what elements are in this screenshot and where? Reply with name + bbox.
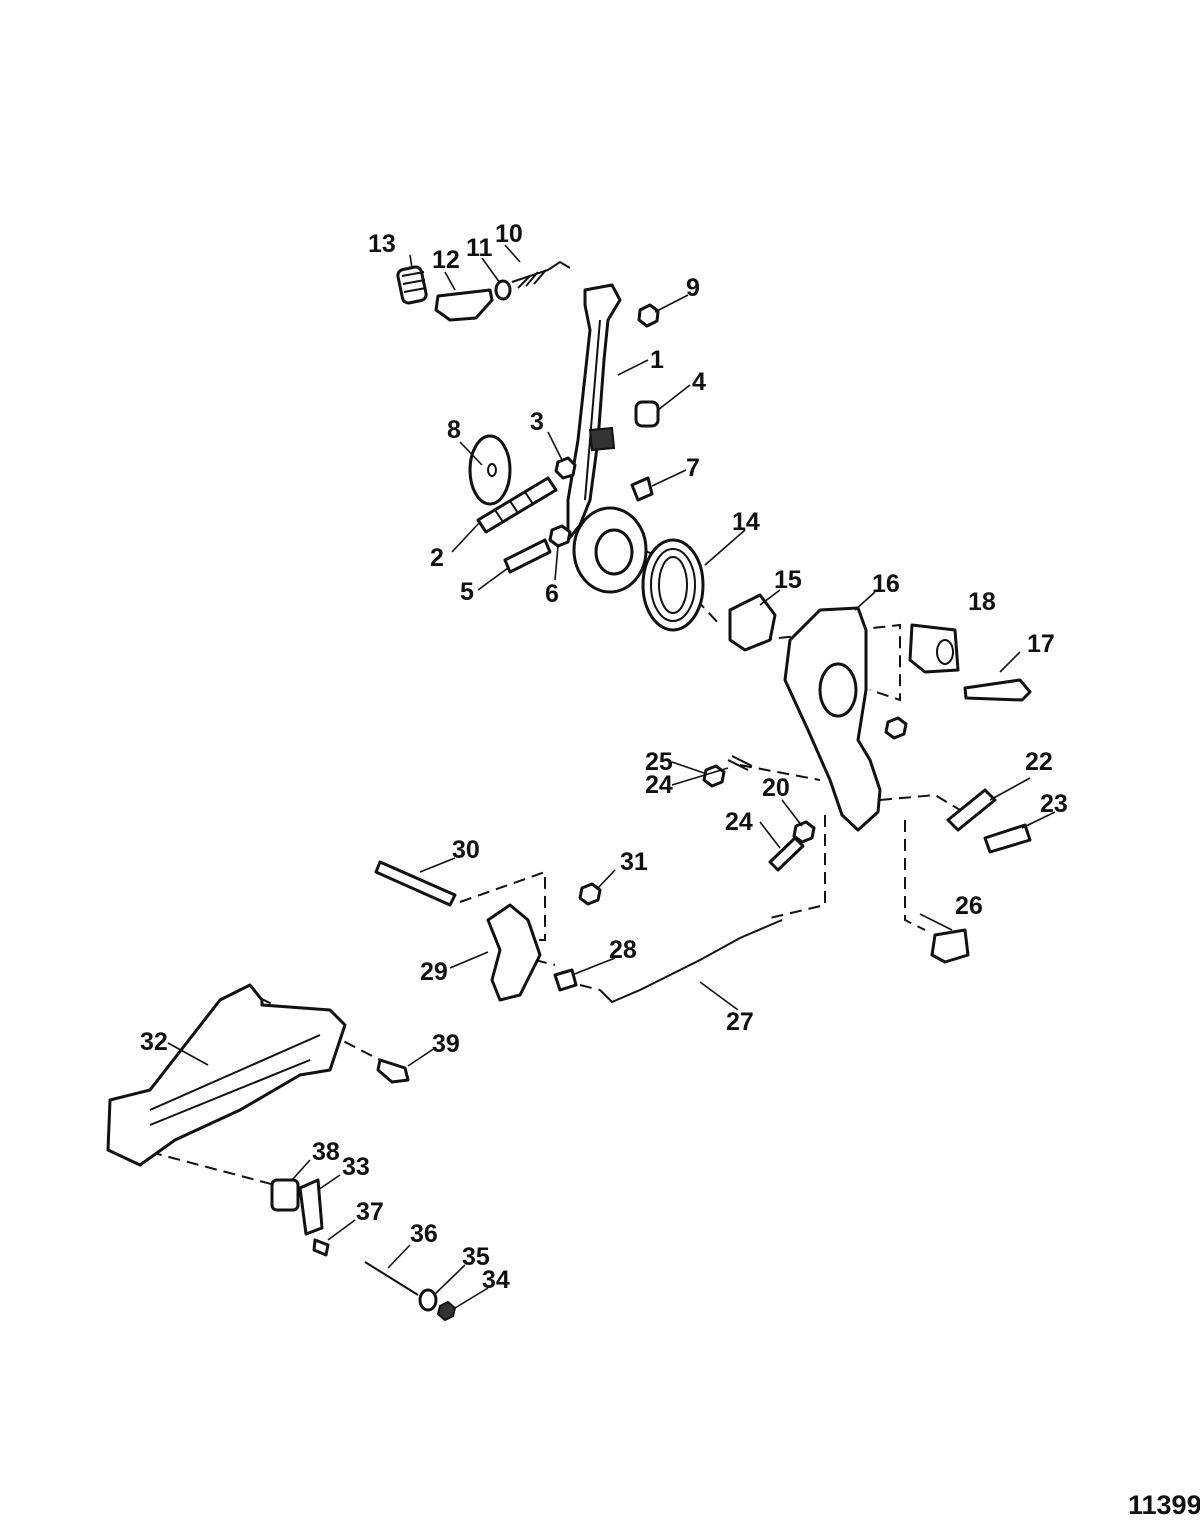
part-12-pin <box>434 288 494 322</box>
callout-30: 30 <box>452 836 480 864</box>
part-7-cap <box>630 476 654 502</box>
callout-31: 31 <box>620 848 648 876</box>
callout-27: 27 <box>726 1008 754 1036</box>
part-32-frame <box>106 983 347 1167</box>
part-34-nut <box>436 1300 457 1322</box>
callout-2: 2 <box>430 544 444 572</box>
callout-38: 38 <box>312 1138 340 1166</box>
callout-18: 18 <box>968 588 996 616</box>
part-35-washer <box>418 1288 438 1312</box>
part-28-clip <box>553 968 578 992</box>
part-5-screw <box>503 538 552 574</box>
callout-17: 17 <box>1027 630 1055 658</box>
part-36-pin <box>364 1261 419 1296</box>
callout-7: 7 <box>686 454 700 482</box>
callout-37: 37 <box>356 1198 384 1226</box>
part-27-rod <box>599 919 783 1004</box>
part-20-nut <box>792 820 816 844</box>
callout-24-upper: 24 <box>645 771 673 799</box>
part-arm-disc <box>572 506 648 594</box>
callout-35: 35 <box>462 1243 490 1271</box>
part-16-bracket <box>783 606 882 832</box>
leader-lines <box>167 244 1056 1309</box>
part-24-spring-upper <box>727 755 753 771</box>
part-23-screw <box>983 823 1032 854</box>
callout-22: 22 <box>1025 748 1053 776</box>
callout-5: 5 <box>460 578 474 606</box>
part-2-screw <box>476 476 558 534</box>
part-6-nut <box>548 524 572 548</box>
part-11-washer <box>494 279 512 301</box>
part-1-throttle-arm <box>566 283 622 542</box>
callout-3: 3 <box>530 408 544 436</box>
callout-36: 36 <box>410 1220 438 1248</box>
callout-13: 13 <box>368 230 396 258</box>
callout-20: 20 <box>762 774 790 802</box>
part-37-screw <box>312 1238 330 1257</box>
callout-15: 15 <box>774 566 802 594</box>
part-3-nut <box>554 456 577 480</box>
part-nut-right <box>884 716 908 740</box>
callout-16: 16 <box>872 570 900 598</box>
callout-6: 6 <box>545 580 559 608</box>
figure-id: 11399 <box>1128 1490 1200 1520</box>
part-13-spring <box>396 265 428 305</box>
part-26-cap <box>930 928 970 964</box>
part-9-nut <box>637 303 660 328</box>
callout-34: 34 <box>482 1266 510 1294</box>
part-39-screw <box>376 1058 410 1084</box>
part-4-bushing <box>634 400 660 428</box>
part-38-block <box>270 1178 300 1212</box>
callout-9: 9 <box>686 274 700 302</box>
callout-14: 14 <box>732 508 760 536</box>
part-24-screw-lower <box>768 836 805 872</box>
callout-39: 39 <box>432 1030 460 1058</box>
callout-23: 23 <box>1040 790 1068 818</box>
callout-29: 29 <box>420 958 448 986</box>
part-17-screw <box>963 678 1032 702</box>
callout-11: 11 <box>466 234 493 262</box>
callout-33: 33 <box>342 1153 370 1181</box>
callout-4: 4 <box>692 368 706 396</box>
part-22-link <box>946 788 997 832</box>
part-18-bushing <box>908 623 960 674</box>
part-33-plate <box>298 1178 324 1236</box>
callout-1: 1 <box>650 346 664 374</box>
callout-25: 25 <box>645 748 673 776</box>
callout-10: 10 <box>495 220 523 248</box>
part-25-nut <box>702 764 726 788</box>
part-29-cam <box>486 903 542 1002</box>
part-14-spring-coil <box>641 538 705 632</box>
part-15-bushing <box>728 593 777 652</box>
callout-28: 28 <box>609 936 637 964</box>
callout-labels: 13 12 11 10 9 1 4 3 8 7 2 5 6 14 15 16 1… <box>140 220 1068 1294</box>
part-31-nut <box>578 882 602 906</box>
callout-32: 32 <box>140 1028 168 1056</box>
part-30-stud <box>374 860 457 907</box>
callout-8: 8 <box>447 416 461 444</box>
callout-24-lower: 24 <box>725 808 753 836</box>
part-10-link-rod <box>511 260 571 289</box>
callout-26: 26 <box>955 892 983 920</box>
part-8-washer <box>468 434 512 506</box>
callout-12: 12 <box>432 246 460 274</box>
